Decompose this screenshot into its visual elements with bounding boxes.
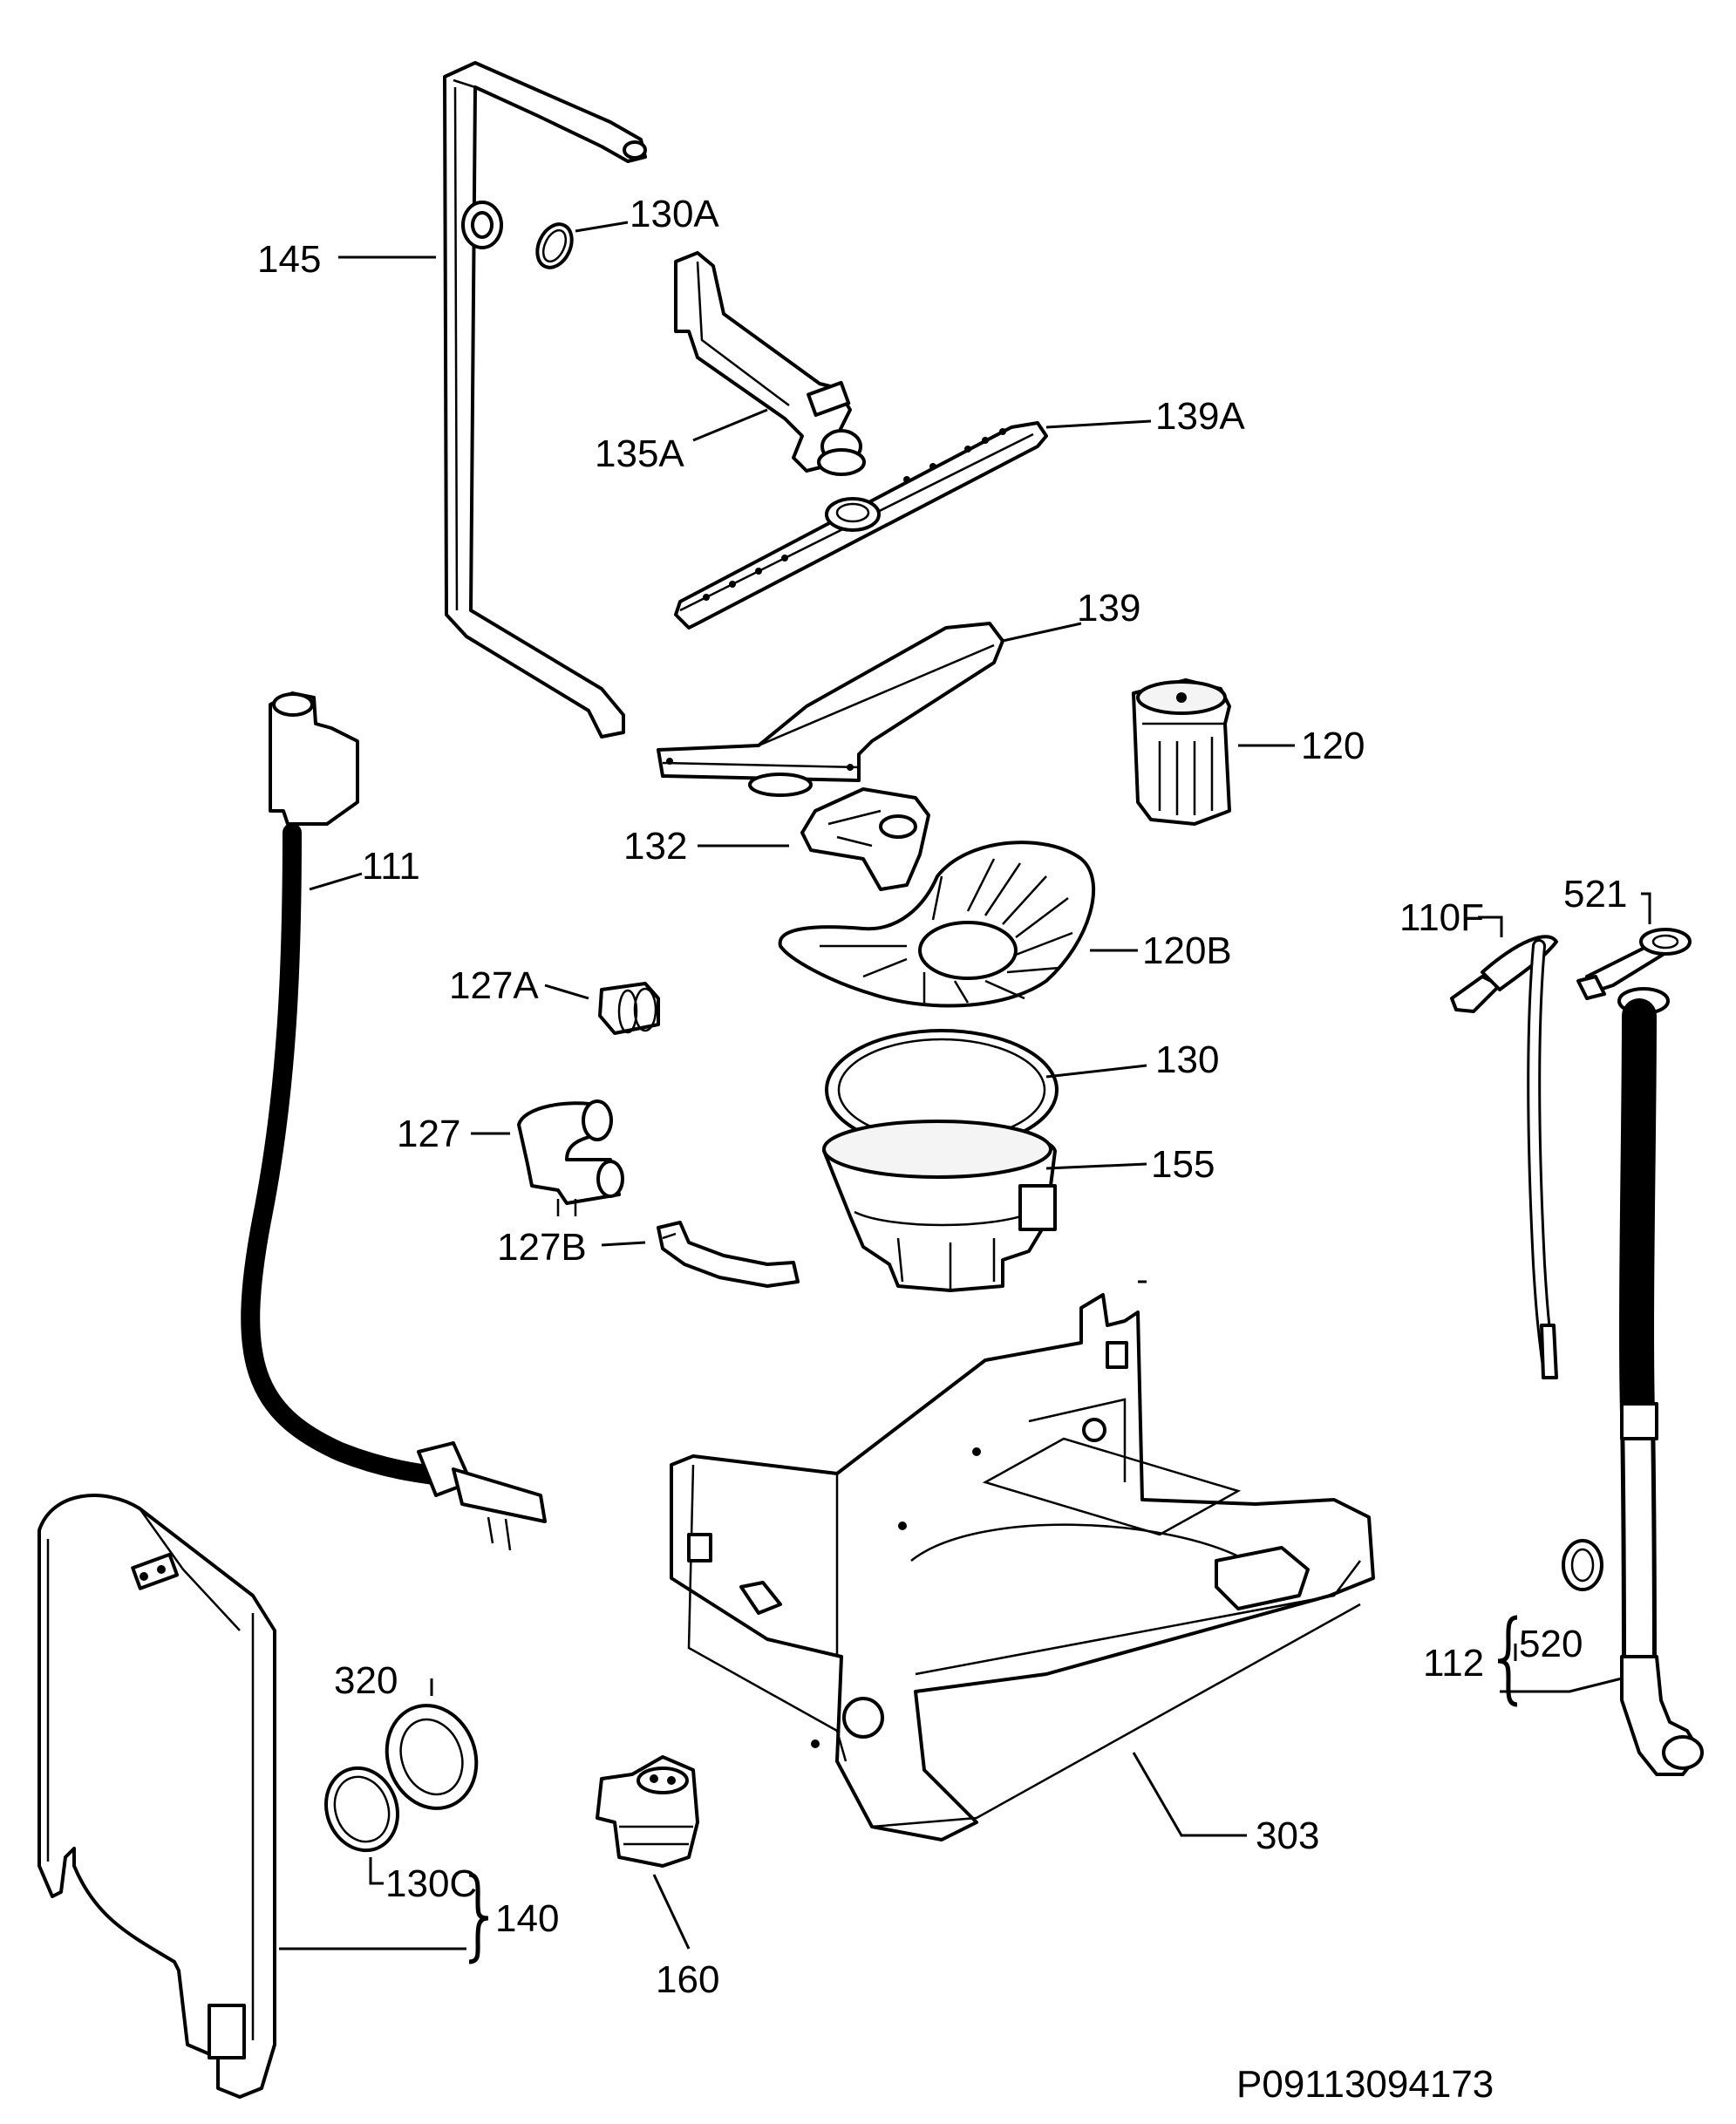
label-155: 155 (1151, 1143, 1215, 1186)
part-145-supply-tube[interactable] (443, 61, 647, 739)
label-127: 127 (397, 1113, 460, 1155)
brace-140 (468, 1872, 489, 1964)
label-139A: 139A (1155, 395, 1245, 438)
label-120B: 120B (1142, 929, 1232, 972)
part-303-base-frame[interactable] (670, 1293, 1375, 1841)
leader-lines (279, 221, 1651, 1950)
part-520-hose-clamp[interactable] (1562, 1539, 1603, 1591)
part-120-filter-cylinder[interactable] (1132, 678, 1231, 826)
label-139: 139 (1077, 587, 1140, 630)
label-132: 132 (623, 825, 687, 868)
label-520: 520 (1519, 1623, 1583, 1665)
part-127-elbow[interactable] (517, 1099, 624, 1216)
label-127A: 127A (449, 964, 539, 1007)
label-320: 320 (334, 1659, 398, 1702)
part-111-inlet-hose[interactable] (241, 691, 547, 1551)
label-160: 160 (656, 1958, 719, 2001)
part-112-drain-hose-assembly[interactable] (1617, 987, 1704, 1776)
label-521: 521 (1563, 873, 1627, 916)
label-127B: 127B (497, 1226, 587, 1269)
label-135A: 135A (595, 432, 684, 475)
label-140: 140 (495, 1897, 559, 1940)
filter-plate-slots (820, 858, 1073, 1004)
part-127B-hose[interactable] (657, 1221, 800, 1288)
part-160-valve[interactable] (596, 1755, 699, 1868)
spray-arm-nozzle-holes (703, 428, 1006, 601)
label-303: 303 (1256, 1814, 1319, 1857)
part-120B-filter-plate[interactable] (778, 841, 1095, 1008)
part-140-side-panel[interactable] (37, 1494, 276, 2099)
part-135A-spray-arm-holder[interactable] (674, 251, 866, 476)
part-155-sump[interactable] (822, 1120, 1057, 1292)
label-130C: 130C (385, 1862, 477, 1905)
part-labels: 145 130A 135A 139A 139 120 111 132 120B … (257, 193, 1627, 2106)
label-130: 130 (1155, 1038, 1219, 1081)
part-139-lower-spray-arm[interactable] (657, 622, 1004, 797)
label-110F: 110F (1399, 896, 1484, 939)
brace-112 (1497, 1615, 1518, 1707)
part-320-nut[interactable] (372, 1693, 490, 1821)
part-110F-drain-hose[interactable] (1450, 935, 1558, 1379)
label-120: 120 (1301, 725, 1365, 767)
part-127A-coupling[interactable] (598, 982, 660, 1035)
label-130A: 130A (630, 193, 719, 235)
label-145: 145 (257, 238, 321, 281)
label-111: 111 (362, 845, 420, 888)
part-521-spanner[interactable] (1576, 928, 1692, 1000)
part-132-valve-unit[interactable] (800, 787, 930, 891)
reference-code: P09113094173 (1236, 2063, 1494, 2106)
part-130C-seal[interactable] (315, 1758, 409, 1861)
label-112: 112 (1423, 1642, 1484, 1685)
part-130A-o-ring[interactable] (531, 219, 579, 273)
part-139A-upper-spray-arm[interactable] (674, 421, 1048, 630)
